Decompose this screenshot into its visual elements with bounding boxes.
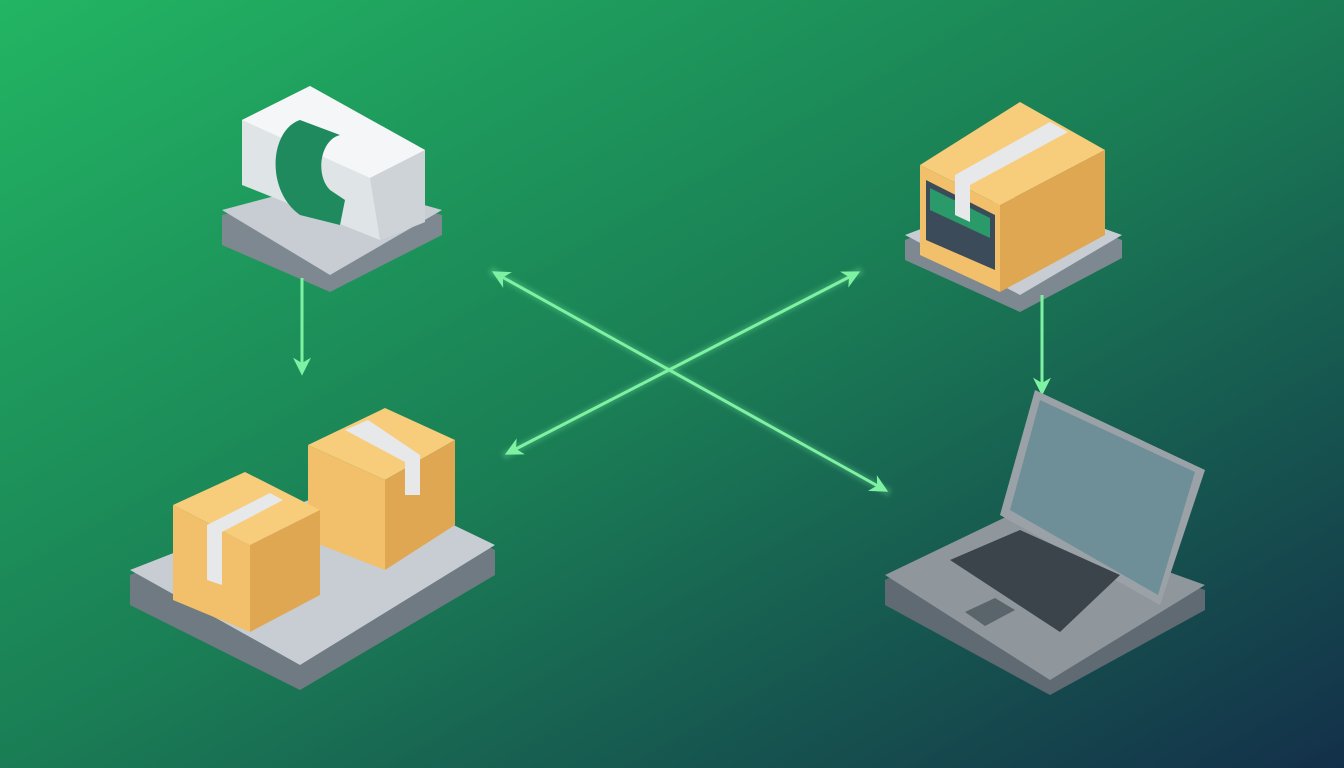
arrow-cross-diagonal-b	[504, 271, 861, 455]
server-device-icon	[222, 86, 442, 292]
package-box-back	[308, 408, 455, 570]
laptop-icon	[885, 390, 1205, 695]
packages-platform-icon	[130, 408, 495, 690]
cross-arrows	[488, 266, 892, 497]
package-terminal-icon	[905, 102, 1122, 312]
package-box-front	[173, 472, 320, 632]
